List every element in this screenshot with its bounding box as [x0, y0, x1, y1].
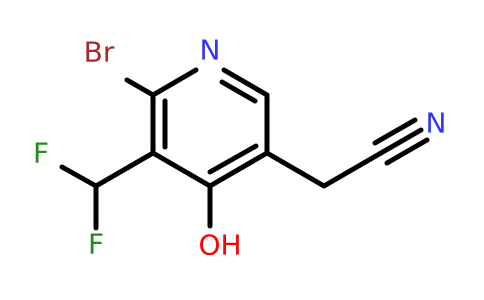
atom-f-bottom: F	[88, 228, 104, 261]
bond-ring-c3-c4	[150, 150, 213, 189]
atom-n-nitrile: N	[426, 107, 447, 140]
bond-ring-c4-c5	[207, 150, 270, 189]
bond-ring-c4-c5-inner	[207, 143, 259, 175]
bond-cn-triple-3	[384, 137, 430, 166]
atom-br: Br	[84, 36, 115, 69]
bond-ring-c6-n	[221, 67, 270, 98]
bond-c3-chf2	[93, 150, 156, 189]
bond-c2-br	[124, 77, 156, 98]
atom-oh: OH	[198, 229, 241, 262]
bond-cn-triple-2	[372, 117, 418, 146]
bond-ring-n-c2	[150, 67, 199, 98]
atom-f-top: F	[33, 137, 49, 170]
bond-c5-ch2	[264, 150, 327, 189]
bond-ring-c6-n-inner	[219, 79, 258, 104]
atom-n-ring: N	[200, 34, 221, 67]
bond-cn-triple-1	[378, 127, 424, 156]
bond-ch2-cn	[321, 150, 384, 189]
bond-chf2-f-top	[59, 164, 99, 189]
